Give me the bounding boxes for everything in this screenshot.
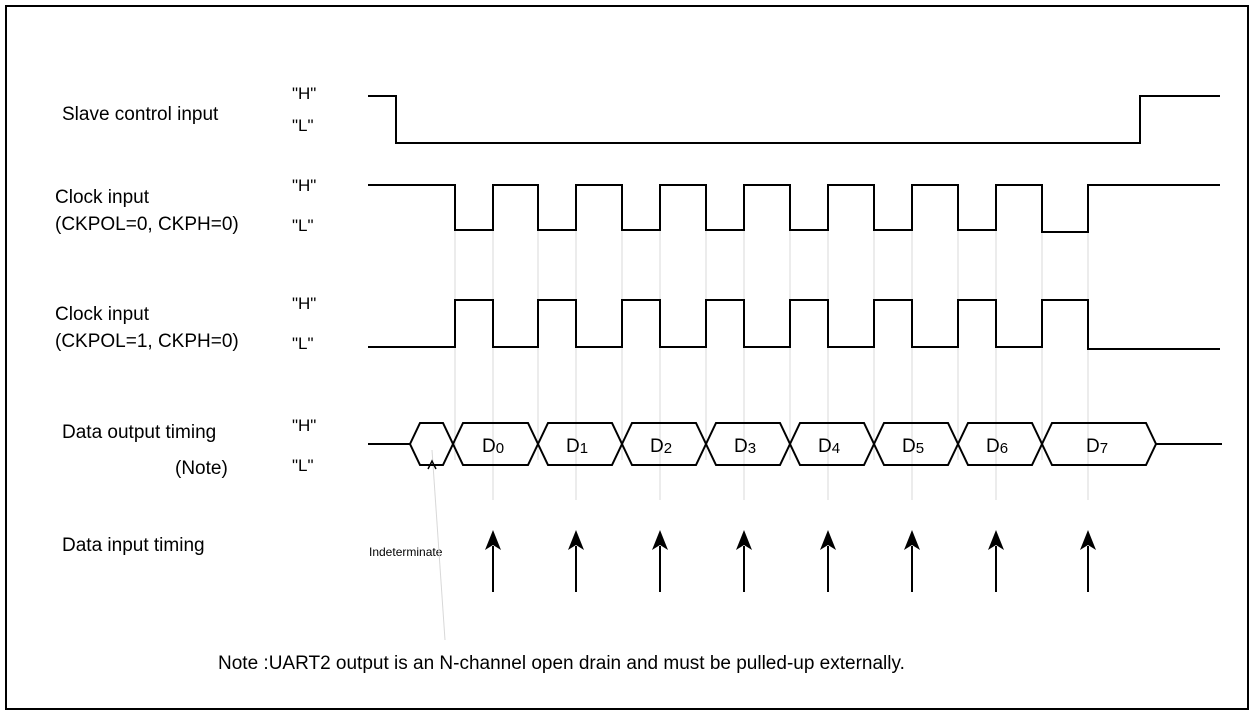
level-low-slave: "L" (292, 116, 314, 135)
diagram-frame (5, 5, 1249, 710)
sample-arrow-1 (568, 530, 584, 592)
data-label-d7: D7 (1086, 436, 1108, 457)
level-high-data-output: "H" (292, 416, 317, 435)
level-high-clock-1: "H" (292, 176, 317, 195)
indeterminate-label: Indeterminate (369, 545, 443, 559)
signal-label-clock-2: Clock input (55, 304, 149, 325)
guide-lines (431, 185, 1089, 641)
data-label-d4: D4 (818, 436, 840, 457)
sample-arrow-2 (652, 530, 668, 592)
sample-arrow-4 (820, 530, 836, 592)
data-label-d1: D1 (566, 436, 588, 457)
level-low-clock-1: "L" (292, 216, 314, 235)
indeterminate-pointer (427, 459, 437, 470)
sample-arrow-7 (1080, 530, 1096, 592)
data-label-d2: D2 (650, 436, 672, 457)
data-label-d6: D6 (986, 436, 1008, 457)
data-label-d0: D0 (482, 436, 504, 457)
indeterminate-cell (408, 422, 455, 466)
level-low-clock-2: "L" (292, 334, 314, 353)
sample-arrow-6 (988, 530, 1004, 592)
waveform-clock-ckpol1 (368, 299, 1220, 350)
signal-label-slave-control: Slave control input (62, 104, 219, 125)
data-label-d5: D5 (902, 436, 924, 457)
signal-sub-data-output: (Note) (175, 458, 228, 479)
waveform-slave-control (368, 95, 1220, 144)
waveform-clock-ckpol0 (368, 184, 1220, 233)
sample-arrow-3 (736, 530, 752, 592)
sample-arrow-0 (485, 530, 501, 592)
level-low-data-output: "L" (292, 456, 314, 475)
signal-label-clock-1: Clock input (55, 187, 149, 208)
level-high-clock-2: "H" (292, 294, 317, 313)
data-label-d3: D3 (734, 436, 756, 457)
footnote: Note :UART2 output is an N-channel open … (218, 653, 905, 674)
signal-sub-clock-1: (CKPOL=0, CKPH=0) (55, 214, 239, 235)
level-high-slave: "H" (292, 84, 317, 103)
signal-label-data-output: Data output timing (62, 422, 217, 443)
signal-label-data-input: Data input timing (62, 535, 205, 556)
sample-arrow-5 (904, 530, 920, 592)
signal-sub-clock-2: (CKPOL=1, CKPH=0) (55, 331, 239, 352)
